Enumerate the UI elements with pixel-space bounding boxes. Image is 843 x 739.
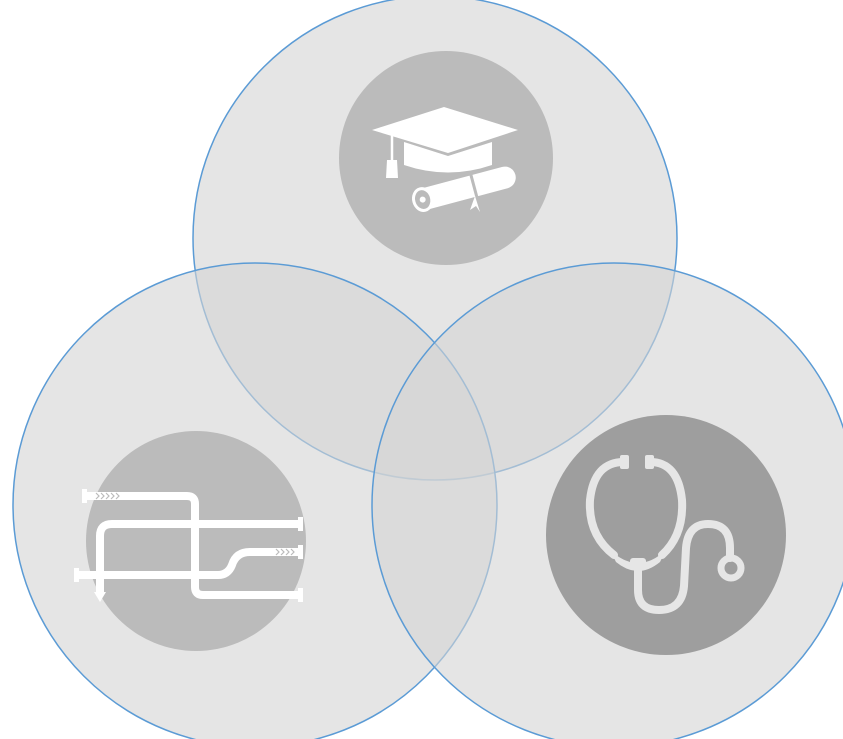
education-badge bbox=[339, 51, 553, 265]
engineering-badge bbox=[74, 431, 306, 651]
pipes-icon bbox=[74, 489, 303, 602]
healthcare-badge bbox=[546, 415, 786, 655]
stethoscope-icon bbox=[585, 455, 745, 614]
graduation-cap-icon bbox=[372, 107, 518, 212]
